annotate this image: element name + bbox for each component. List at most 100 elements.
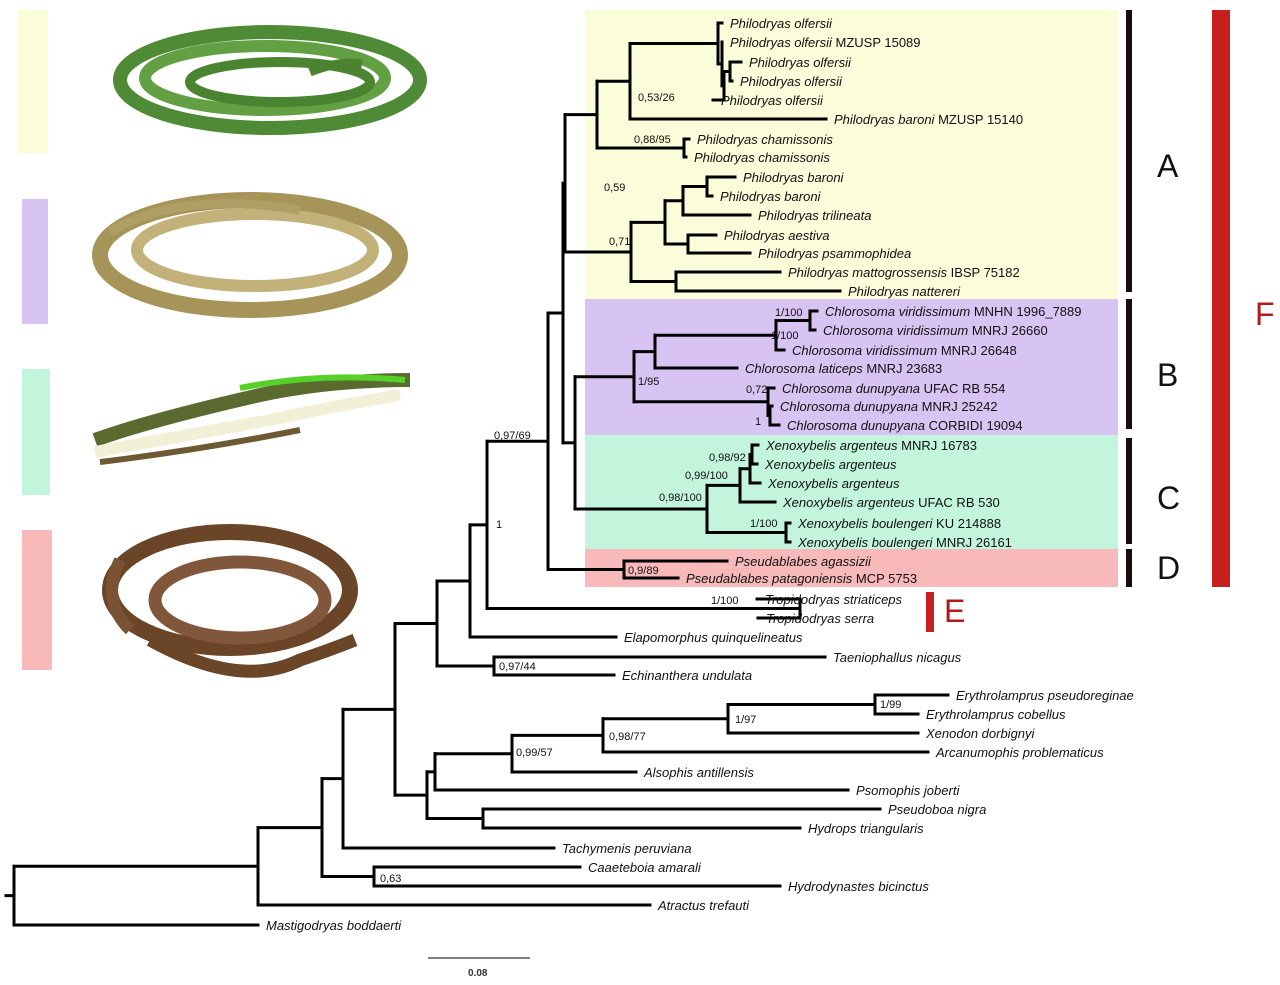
taxon-species: Xenoxybelis boulengeri [797, 535, 934, 550]
taxon-species: Arcanumophis problematicus [935, 745, 1104, 760]
taxon-species: Pseudablabes agassizii [735, 554, 872, 569]
taxon-species: Alsophis antillensis [643, 765, 754, 780]
taxon-voucher: MNHN 1996_7889 [970, 304, 1081, 319]
clade-e-bar [926, 592, 934, 632]
taxon-label: Echinanthera undulata [622, 668, 752, 683]
taxon-label: Hydrops triangularis [808, 821, 924, 836]
taxon-voucher: MZUSP 15140 [934, 112, 1023, 127]
taxon-label: Chlorosoma viridissimum MNRJ 26648 [792, 343, 1017, 358]
taxon-species: Chlorosoma dunupyana [787, 418, 925, 433]
taxon-species: Psomophis joberti [856, 783, 960, 798]
taxon-label: Chlorosoma dunupyana UFAC RB 554 [782, 381, 1005, 396]
taxon-species: Philodryas olfersii [740, 74, 843, 89]
taxon-voucher: MNRJ 23683 [863, 361, 942, 376]
support-value: 0,71 [609, 236, 630, 248]
support-values: 0,53/26 0,88/95 0,59 0,71 1/100 1/100 1/95 0,72… [380, 92, 901, 885]
taxon-label: Tropidodryas serra [766, 611, 874, 626]
taxon-species: Chlorosoma viridissimum [823, 323, 968, 338]
taxon-label: Erythrolamprus cobellus [926, 707, 1066, 722]
taxon-label: Xenoxybelis argenteus [767, 476, 900, 491]
taxon-voucher: MNRJ 16783 [898, 438, 977, 453]
clade-b-bar [1126, 299, 1132, 429]
taxon-label: Xenoxybelis boulengeri MNRJ 26161 [797, 535, 1012, 550]
taxon-label: Tachymenis peruviana [562, 841, 692, 856]
taxon-label: Philodryas olfersii MZUSP 15089 [730, 35, 921, 50]
taxon-species: Hydrops triangularis [808, 821, 924, 836]
swatch-a [18, 10, 48, 153]
taxon-species: Chlorosoma viridissimum [792, 343, 937, 358]
taxon-species: Tachymenis peruviana [562, 841, 692, 856]
taxon-label: Philodryas aestiva [724, 228, 830, 243]
taxon-label: Philodryas olfersii [749, 55, 852, 70]
taxon-species: Philodryas olfersii [730, 16, 833, 31]
taxon-label: Pseudablabes agassizii [735, 554, 872, 569]
taxon-label: Chlorosoma dunupyana CORBIDI 19094 [787, 418, 1023, 433]
taxon-species: Philodryas baroni [834, 112, 936, 127]
taxon-label: Philodryas trilineata [758, 208, 871, 223]
taxon-species: Xenoxybelis argenteus [765, 438, 898, 453]
clade-label-f: F [1255, 296, 1275, 332]
swatch-b [22, 199, 48, 324]
taxon-species: Chlorosoma viridissimum [825, 304, 970, 319]
clade-c-bar [1126, 438, 1132, 544]
support-value: 0,53/26 [638, 92, 675, 104]
clade-label-c: C [1157, 480, 1180, 516]
clade-label-a: A [1157, 148, 1179, 184]
support-value: 0,88/95 [634, 134, 671, 146]
support-value: 1/95 [638, 376, 659, 388]
taxon-label: Tropidodryas striaticeps [765, 592, 903, 607]
swatch-c [22, 369, 50, 495]
taxon-voucher: UFAC RB 530 [915, 495, 1000, 510]
support-value: 0,72 [746, 384, 767, 396]
taxon-label: Philodryas baroni [743, 170, 845, 185]
support-value: 0,9/89 [628, 565, 659, 577]
taxon-label: Philodryas baroni MZUSP 15140 [834, 112, 1023, 127]
taxon-label: Erythrolamprus pseudoreginae [956, 688, 1134, 703]
taxon-voucher: IBSP 75182 [947, 265, 1020, 280]
taxon-species: Tropidodryas striaticeps [765, 592, 903, 607]
taxon-species: Philodryas psammophidea [758, 246, 911, 261]
taxon-species: Chlorosoma laticeps [745, 361, 863, 376]
taxon-label: Philodryas olfersii [721, 93, 824, 108]
taxon-label: Philodryas olfersii [740, 74, 843, 89]
taxon-label: Philodryas olfersii [730, 16, 833, 31]
taxon-species: Philodryas baroni [743, 170, 845, 185]
taxon-voucher: MNRJ 26660 [968, 323, 1047, 338]
taxon-voucher: MNRJ 25242 [918, 399, 997, 414]
clade-label-b: B [1157, 357, 1178, 393]
taxon-species: Xenoxybelis argenteus [782, 495, 915, 510]
taxon-label: Arcanumophis problematicus [935, 745, 1104, 760]
scale-bar-label: 0.08 [468, 968, 488, 979]
taxon-species: Chlorosoma dunupyana [780, 399, 918, 414]
support-value: 1/100 [775, 307, 803, 319]
taxon-species: Mastigodryas boddaerti [266, 918, 402, 933]
snake-pseudablabes-photo [102, 524, 358, 678]
taxon-label: Pseudablabes patagoniensis MCP 5753 [686, 571, 917, 586]
taxon-species: Philodryas olfersii [749, 55, 852, 70]
taxon-species: Tropidodryas serra [766, 611, 874, 626]
taxon-species: Xenodon dorbignyi [925, 726, 1036, 741]
taxon-species: Atractus trefauti [657, 898, 750, 913]
clade-label-e: E [944, 593, 965, 629]
taxon-voucher: CORBIDI 19094 [925, 418, 1023, 433]
clade-c-background [585, 435, 1118, 549]
snake-philodryas-photo [113, 25, 427, 135]
taxon-species: Philodryas nattereri [848, 284, 961, 299]
tree-branches [4, 21, 950, 927]
support-value: 0,59 [604, 182, 625, 194]
taxon-species: Philodryas trilineata [758, 208, 871, 223]
support-value: 0,98/92 [709, 452, 746, 464]
taxon-label: Philodryas nattereri [848, 284, 961, 299]
support-value: 1/100 [711, 595, 739, 607]
taxon-label: Caaeteboia amarali [588, 860, 702, 875]
support-value: 0,98/100 [659, 492, 702, 504]
taxon-label: Xenoxybelis argenteus [764, 457, 897, 472]
taxon-species: Xenoxybelis argenteus [767, 476, 900, 491]
taxon-species: Chlorosoma dunupyana [782, 381, 920, 396]
taxon-label: Chlorosoma laticeps MNRJ 23683 [745, 361, 942, 376]
support-value: 0,99/57 [516, 747, 553, 759]
clade-a-bar [1126, 10, 1132, 292]
taxon-species: Philodryas chamissonis [697, 132, 833, 147]
